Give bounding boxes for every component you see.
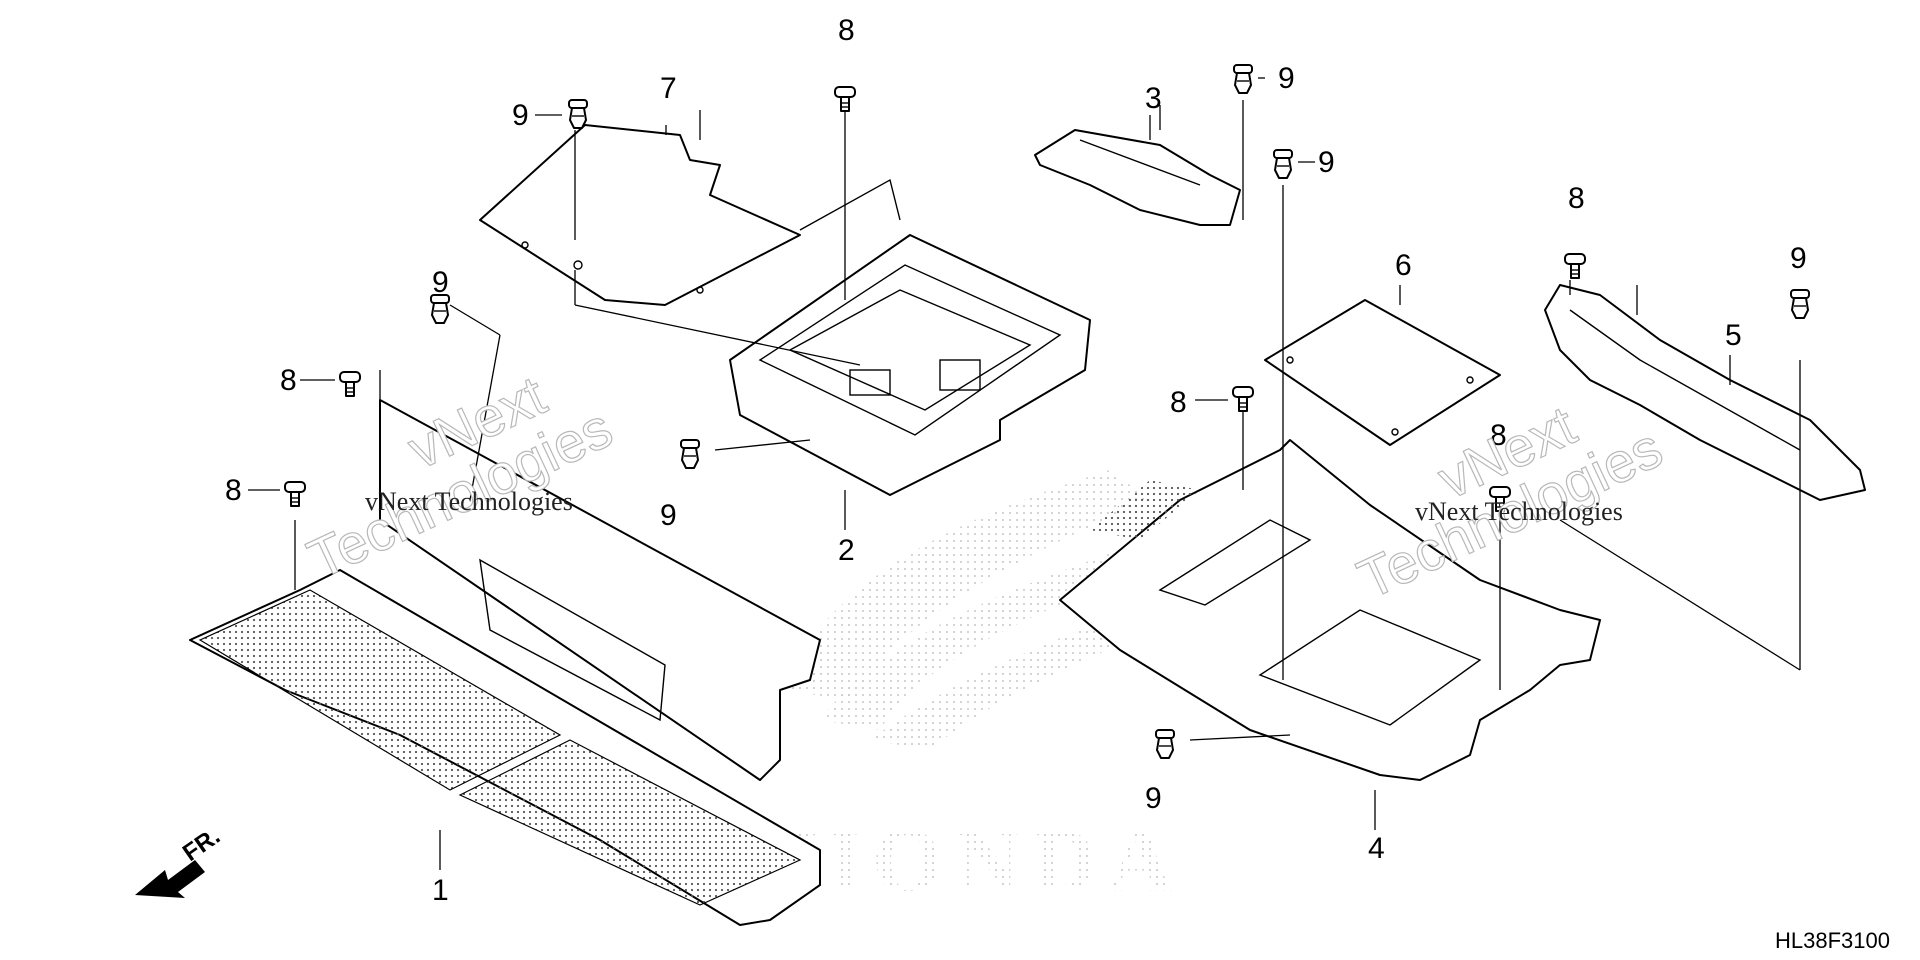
part-3-bracket xyxy=(1034,129,1241,226)
clip-9-left xyxy=(430,294,450,324)
callout-ticks xyxy=(248,77,1731,491)
callout-5: 5 xyxy=(1725,319,1742,352)
front-direction-arrow: FR. xyxy=(135,823,225,898)
front-direction-label: FR. xyxy=(178,823,225,867)
part-7-cover-plate xyxy=(479,124,801,306)
callout-9-upper-right: 9 xyxy=(1318,146,1335,179)
callout-9-far-right: 9 xyxy=(1790,242,1807,275)
part-5-bracket xyxy=(1544,284,1866,501)
honda-watermark-text: HONDA xyxy=(790,811,1185,910)
bolt-8-mid-right xyxy=(1232,386,1254,412)
honda-wing-watermark: HONDA xyxy=(780,470,1185,910)
callout-8-right: 8 xyxy=(1568,182,1585,215)
watermark-left-line: vNext Technologies xyxy=(365,487,573,516)
clip-9-bottom xyxy=(1155,729,1175,759)
callout-7: 7 xyxy=(660,72,677,105)
diagram-code: HL38F3100 xyxy=(1775,928,1890,953)
callout-4: 4 xyxy=(1368,832,1385,865)
clip-9-far-right xyxy=(1790,289,1810,319)
bolt-8-right xyxy=(1564,253,1586,279)
clip-9-plate xyxy=(568,99,588,129)
bolt-8-left-lower xyxy=(284,481,306,507)
callout-9-bottom: 9 xyxy=(1145,782,1162,815)
callout-9-top: 9 xyxy=(1278,62,1295,95)
bolt-8-top xyxy=(834,86,856,112)
part-1-floor-panel xyxy=(189,399,821,926)
callout-8-mid: 8 xyxy=(1170,386,1187,419)
callout-8-left-lower: 8 xyxy=(225,474,242,507)
clip-9-upper-right xyxy=(1273,149,1293,179)
callout-9-left: 9 xyxy=(432,266,449,299)
callout-9-plate: 9 xyxy=(512,99,529,132)
callout-numbers: 1 2 3 4 5 6 7 8 8 8 8 8 8 9 9 9 9 9 9 9 xyxy=(225,14,1807,907)
callout-8-top: 8 xyxy=(838,14,855,47)
callout-8-tray: 8 xyxy=(1490,419,1507,452)
callout-9-center: 9 xyxy=(660,499,677,532)
watermark-right-line: vNext Technologies xyxy=(1415,497,1623,526)
callout-1: 1 xyxy=(432,874,449,907)
clip-9-top xyxy=(1233,64,1253,94)
leader-lines xyxy=(294,100,1801,870)
callout-2: 2 xyxy=(838,534,855,567)
callout-8-left-upper: 8 xyxy=(280,364,297,397)
callout-3: 3 xyxy=(1145,82,1162,115)
callout-6: 6 xyxy=(1395,249,1412,282)
part-4-floor-tray xyxy=(1059,439,1601,781)
bolt-8-left-upper xyxy=(339,371,361,397)
part-6-cover-plate xyxy=(1264,299,1501,446)
clip-9-center xyxy=(680,439,700,469)
